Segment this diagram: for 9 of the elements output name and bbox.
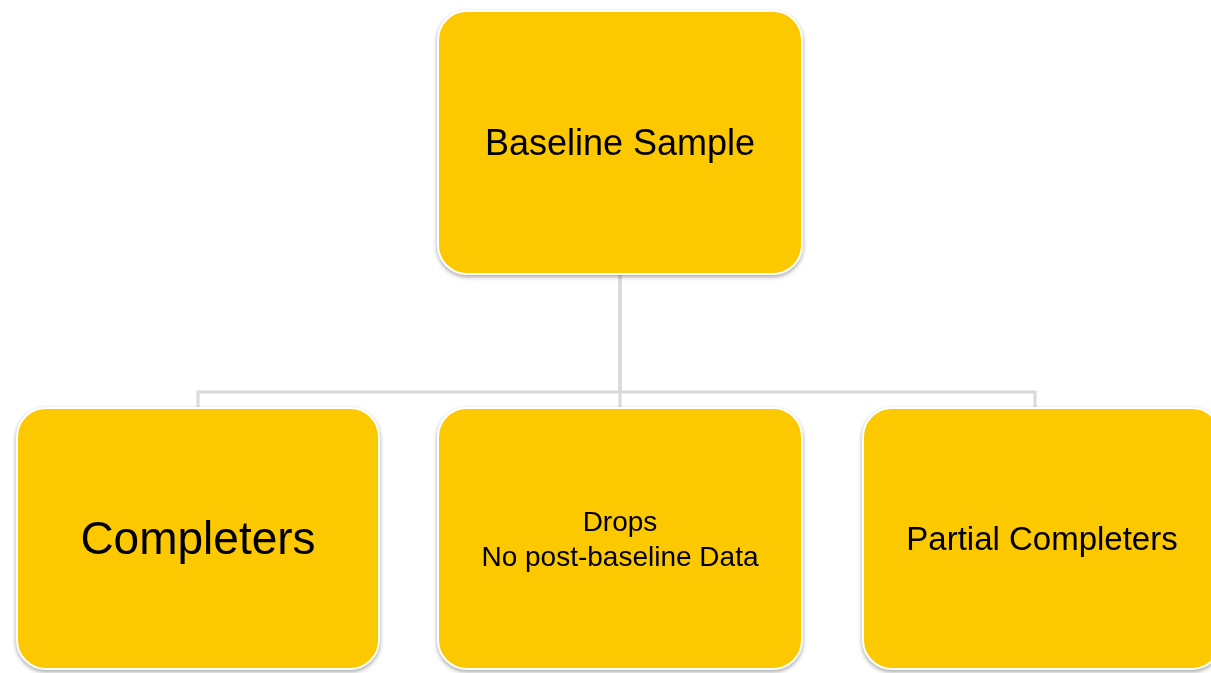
process-box bbox=[437, 10, 803, 275]
box-label: Completers bbox=[80, 510, 316, 566]
box-label: No post-baseline Data bbox=[481, 539, 759, 574]
process-box bbox=[862, 407, 1211, 670]
box-label: Drops bbox=[582, 504, 658, 539]
box-label: Baseline Sample bbox=[484, 121, 756, 165]
box-label: Partial Completers bbox=[906, 518, 1178, 559]
process-box bbox=[16, 407, 380, 670]
process-box bbox=[437, 407, 803, 670]
